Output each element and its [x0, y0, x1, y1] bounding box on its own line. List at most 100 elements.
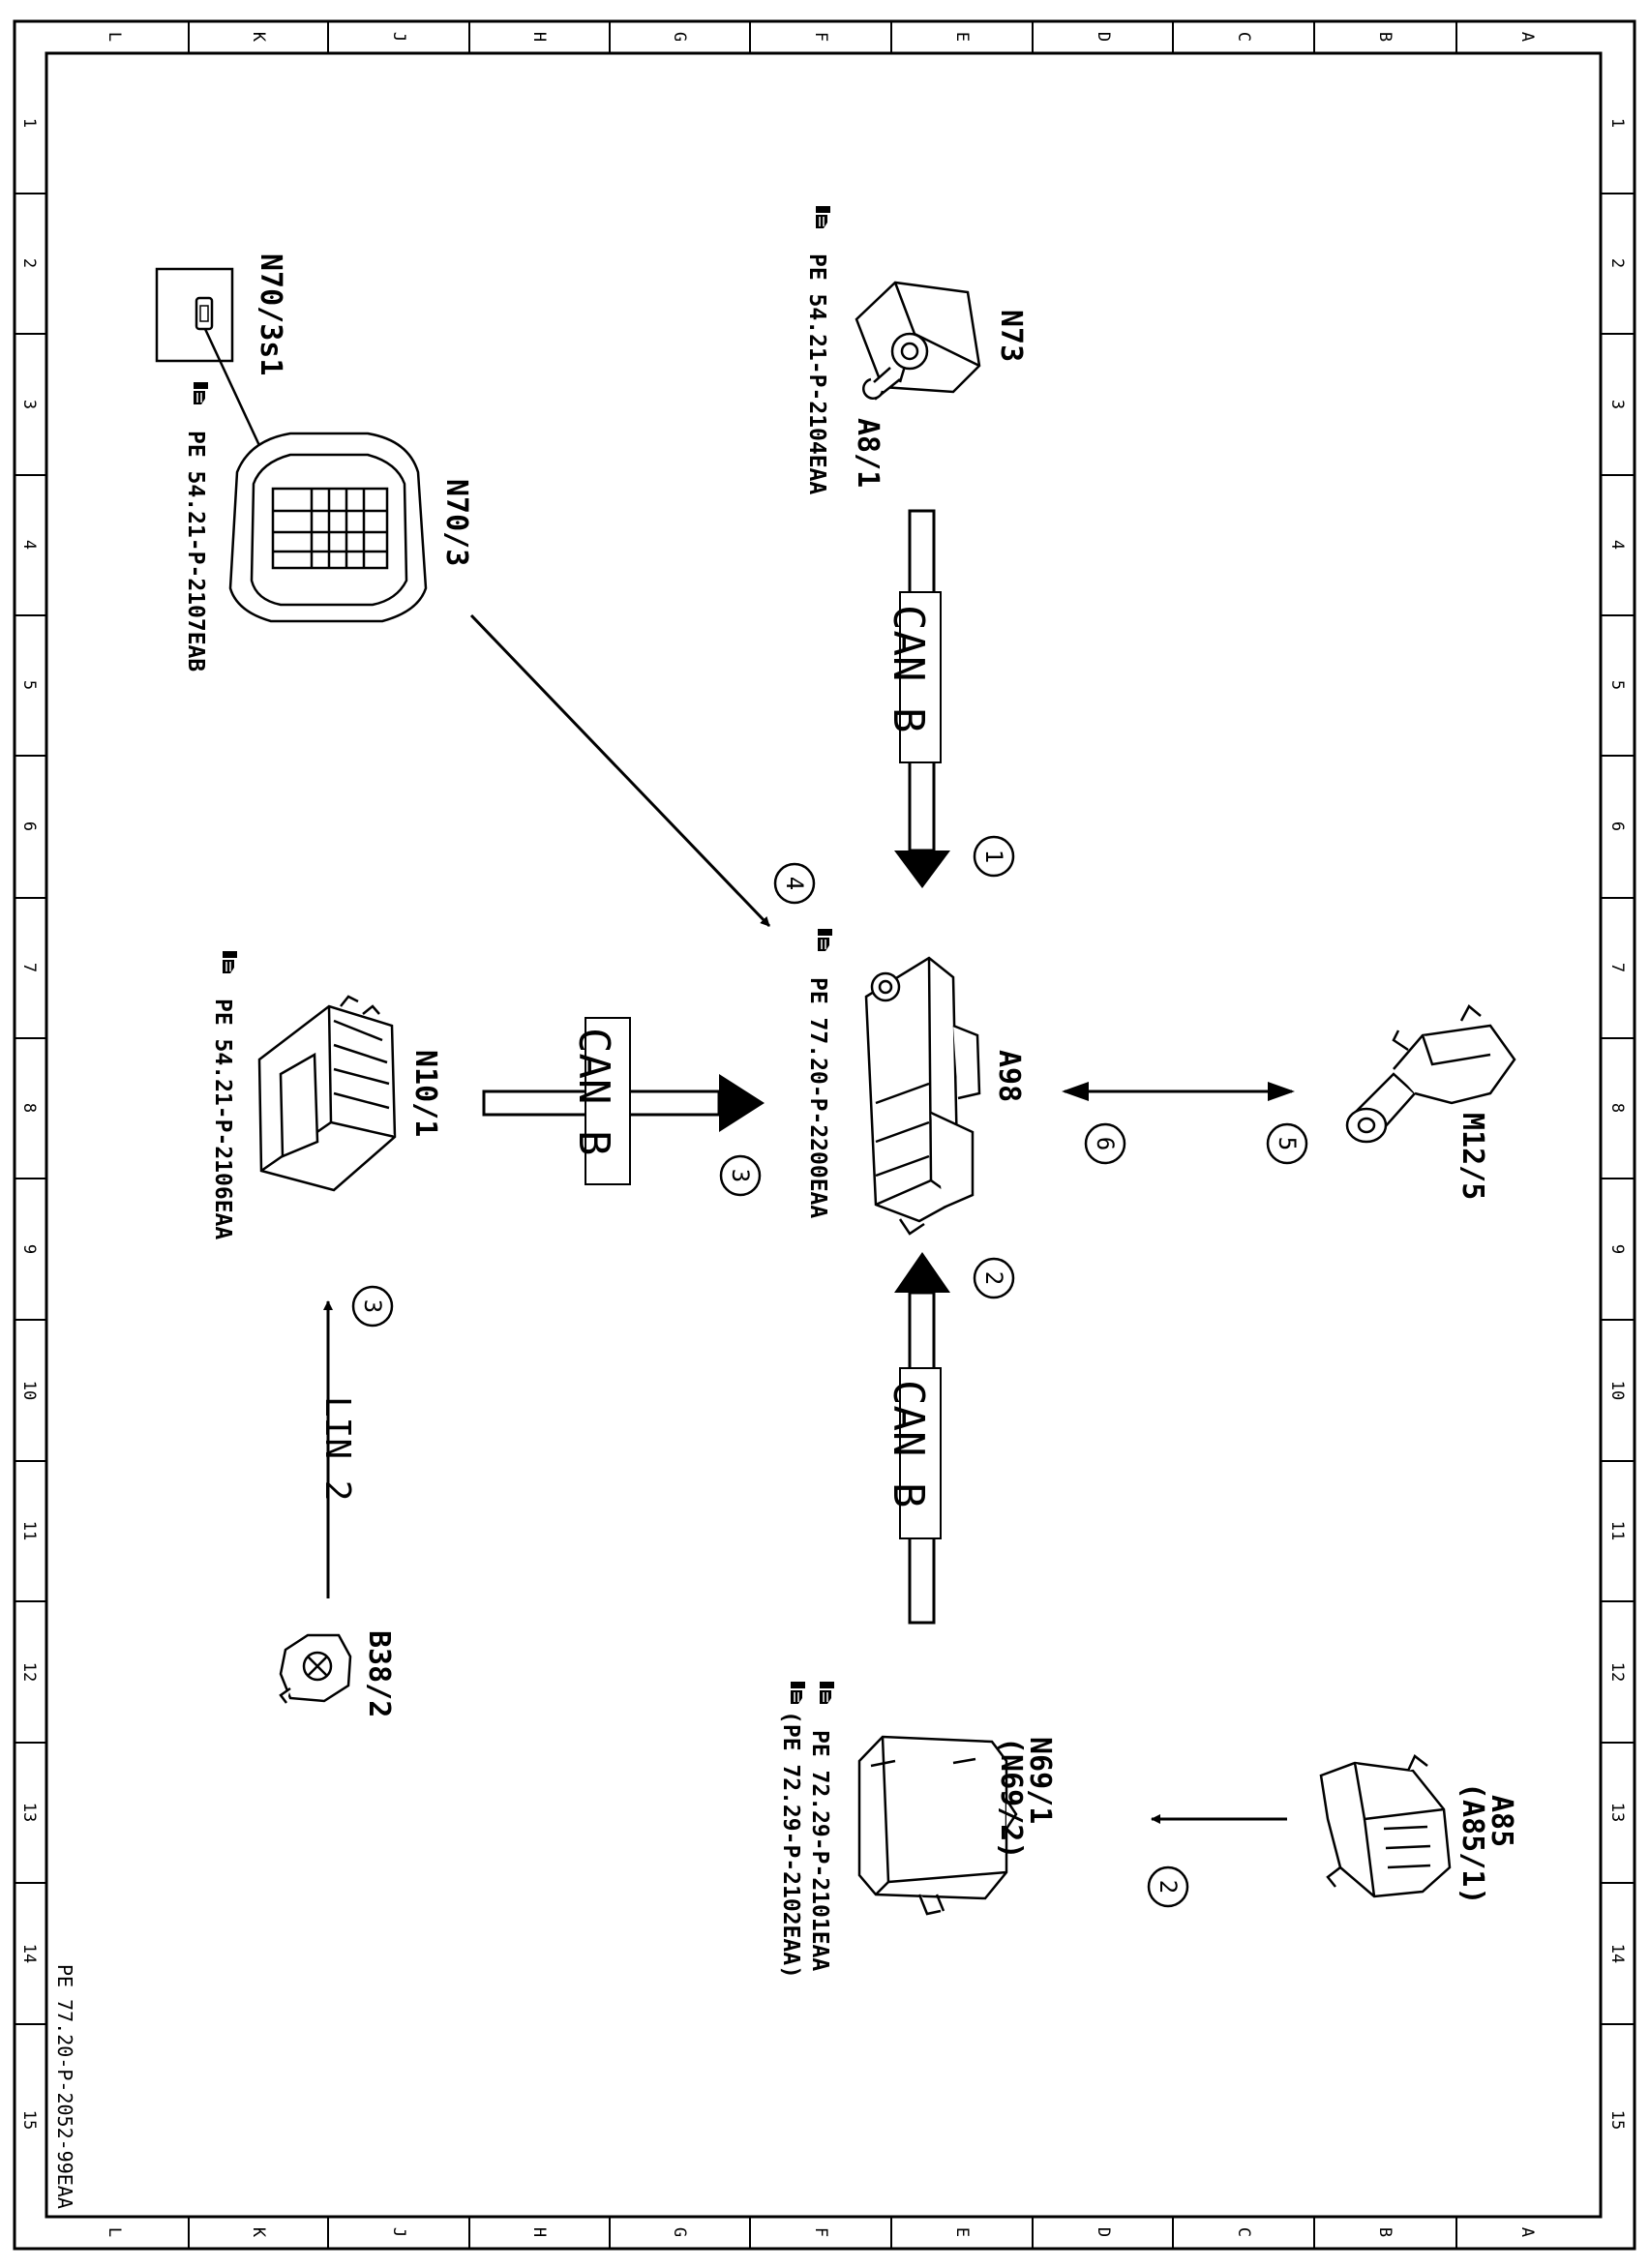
grid-letter-top-l: L [105, 32, 124, 42]
signal-arrow-n70-3-to-a98 [469, 613, 771, 928]
grid-number-left-9: 9 [19, 1244, 39, 1254]
step-4-circle [773, 862, 816, 905]
grid-number-right-8: 8 [1607, 1103, 1627, 1113]
roof-control-module-icon [864, 956, 981, 1236]
grid-number-left-12: 12 [19, 1662, 39, 1682]
grid-letter-top-f: F [811, 32, 830, 42]
grid-letter-top-e: E [952, 32, 972, 42]
m12-5-roof-motor: M12/5 [1345, 1004, 1516, 1200]
door-control-module-icon [857, 1735, 1018, 1916]
can-b-label-bottom: CAN B [884, 1380, 933, 1507]
grid-number-right-11: 11 [1607, 1521, 1627, 1540]
window-module-icon [1319, 1754, 1452, 1898]
grid-letter-top-c: C [1234, 32, 1253, 42]
n70-3-control-panel: N70/3 PE 54.21-P-2107EAB [183, 381, 473, 671]
a8-1-label: A8/1 [851, 418, 885, 488]
grid-number-left-10: 10 [19, 1381, 39, 1400]
grid-number-right-1: 1 [1607, 118, 1627, 128]
grid-letter-bottom-h: H [529, 2227, 549, 2237]
b38-2-label: B38/2 [362, 1630, 396, 1717]
grid-number-left-8: 8 [19, 1103, 39, 1113]
n73-ignition-icon [855, 281, 981, 401]
step-6-circle [1084, 1122, 1126, 1165]
n10-1-label: N10/1 [408, 1050, 442, 1137]
n69-1-ref-hand-icon [819, 1681, 835, 1705]
n73-ignition-switch: N73 A8/1 PE 54.21-P-2104EAA [804, 205, 1028, 494]
roof-motor-icon [1345, 1004, 1516, 1144]
grid-number-left-14: 14 [19, 1944, 39, 1963]
grid-number-left-2: 2 [19, 258, 39, 268]
can-b-label-left: CAN B [569, 1028, 618, 1155]
switch-button-icon [195, 296, 214, 331]
grid-number-right-2: 2 [1607, 258, 1627, 268]
grid-letter-top-d: D [1094, 32, 1113, 42]
step-2b-number: 2 [1155, 1880, 1182, 1894]
n69-1-door-control-unit: N69/1 (N69/2) PE 72.29-P-2101EAA (PE 72.… [778, 1681, 1057, 1979]
grid-number-right-15: 15 [1607, 2110, 1627, 2130]
a85-window-module: A85 (A85/1) [1319, 1754, 1518, 1904]
grid-letter-bottom-j: J [389, 2227, 408, 2237]
step-1-number: 1 [980, 850, 1007, 863]
n69-2-label: (N69/2) [994, 1737, 1028, 1859]
can-b-bus-left: CAN B [482, 1017, 765, 1185]
n10-1-ref-hand-icon [222, 950, 238, 974]
grid-letter-bottom-f: F [811, 2227, 830, 2237]
grid-number-right-10: 10 [1607, 1381, 1627, 1400]
grid-number-right-4: 4 [1607, 540, 1627, 550]
grid-number-left-11: 11 [19, 1521, 39, 1540]
step-3-number: 3 [727, 1169, 754, 1182]
grid-letter-bottom-a: A [1517, 2227, 1537, 2237]
grid-number-right-13: 13 [1607, 1803, 1627, 1822]
n73-label: N73 [994, 310, 1028, 362]
grid-number-right-14: 14 [1607, 1944, 1627, 1963]
grid-letter-top-h: H [529, 32, 549, 42]
can-b-bus-top: CAN B [884, 509, 950, 888]
grid-letter-top-b: B [1375, 32, 1395, 42]
grid-number-left-6: 6 [19, 821, 39, 831]
n73-ref-label: PE 54.21-P-2104EAA [804, 254, 829, 494]
n70-3s1-switch-box [155, 267, 234, 363]
can-b-bus-bottom: CAN B [884, 1252, 950, 1625]
grid-number-left-7: 7 [19, 963, 39, 972]
step-5-circle [1266, 1122, 1308, 1165]
step-3b-circle [351, 1285, 394, 1328]
a98-ref-label: PE 77.20-P-2200EAA [805, 977, 830, 1218]
grid-number-right-6: 6 [1607, 821, 1627, 831]
link-a98-m12-5 [1062, 1082, 1295, 1101]
rain-sensor-icon [279, 1633, 352, 1704]
document-number: PE 77.20-P-2052-99EAA [53, 1964, 76, 2209]
n73-ref-hand-icon [815, 205, 831, 229]
n70-3s1-label: N70/3s1 [254, 254, 287, 375]
step-markers [351, 835, 1308, 1908]
grid-number-right-12: 12 [1607, 1662, 1627, 1682]
step-3b-number: 3 [359, 1299, 386, 1313]
a85-label: A85 [1485, 1795, 1518, 1847]
grid-letter-bottom-l: L [105, 2227, 124, 2237]
grid-letter-bottom-b: B [1375, 2227, 1395, 2237]
sam-module-icon [257, 995, 397, 1192]
grid-number-right-5: 5 [1607, 680, 1627, 690]
overhead-panel-icon [228, 432, 428, 623]
grid-letter-top-k: K [249, 32, 268, 43]
step-4-number: 4 [781, 877, 808, 890]
a85-1-label: (A85/1) [1455, 1782, 1489, 1904]
n69-1-ref-label: PE 72.29-P-2101EAA [807, 1730, 832, 1971]
n70-3-ref-label: PE 54.21-P-2107EAB [183, 431, 208, 671]
grid-number-left-3: 3 [19, 400, 39, 409]
grid-letter-top-g: G [670, 32, 689, 42]
b38-2-rain-light-sensor: B38/2 [279, 1630, 396, 1717]
a98-ref-hand-icon [817, 928, 833, 952]
n69-2-ref-label: (PE 72.29-P-2102EAA) [778, 1711, 803, 1979]
n70-3s1-switch: N70/3s1 [155, 254, 297, 523]
step-2-number: 2 [980, 1271, 1007, 1285]
grid-letter-bottom-e: E [952, 2227, 972, 2237]
a98-label: A98 [992, 1050, 1026, 1102]
step-3-circle [719, 1154, 762, 1197]
can-b-label-top: CAN B [884, 605, 933, 732]
grid-letter-bottom-d: D [1094, 2227, 1113, 2237]
grid-number-right-3: 3 [1607, 400, 1627, 409]
n10-1-ref-label: PE 54.21-P-2106EAA [210, 999, 235, 1239]
grid-letter-bottom-k: K [249, 2227, 268, 2238]
step-1-circle [973, 835, 1015, 878]
